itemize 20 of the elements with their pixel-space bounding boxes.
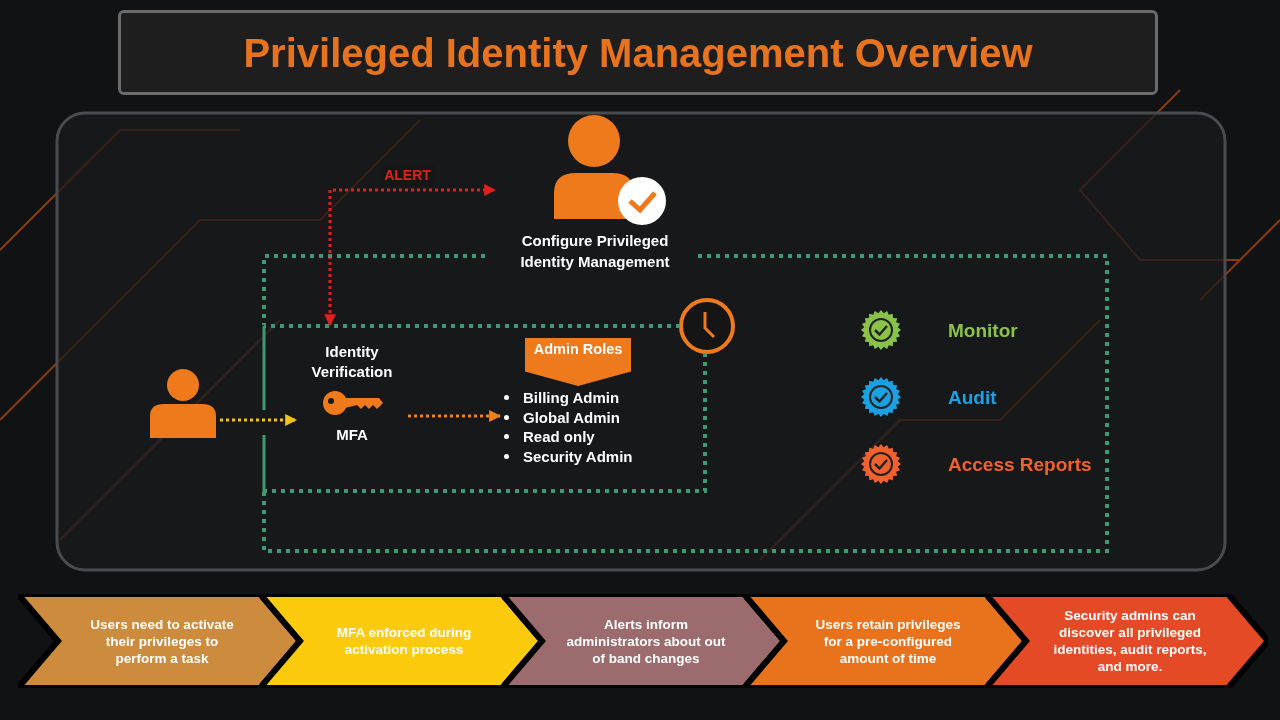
title-banner: Privileged Identity Management Overview	[118, 10, 1158, 95]
step-text: MFA enforced during activation process	[335, 624, 473, 658]
step-text: Alerts inform administrators about out of band changes	[565, 615, 727, 667]
node-label: MFA	[336, 425, 368, 445]
step-text: Users need to activate their privileges to perform a task	[89, 615, 235, 667]
feature-label: Audit	[948, 386, 997, 410]
step-text: Users retain privileges for a pre-configured amount of time	[814, 615, 962, 667]
node-label: Identity Verification	[310, 342, 394, 382]
list-item: Read only	[523, 427, 595, 447]
edge-label: ALERT	[380, 165, 435, 186]
dotted-arrow	[220, 414, 298, 426]
node-label: Configure Privileged Identity Management	[519, 231, 671, 272]
feature-label: Monitor	[948, 319, 1018, 343]
list-item: Security Admin	[523, 446, 633, 466]
dotted-arrow	[408, 410, 502, 422]
list-item: Global Admin	[523, 407, 620, 427]
step-text: Security admins can discover all privileged identities, audit reports, and more.	[1052, 607, 1208, 675]
list-item: Billing Admin	[523, 388, 620, 408]
feature-label: Access Reports	[948, 453, 1092, 477]
dotted-arrow	[324, 184, 497, 327]
